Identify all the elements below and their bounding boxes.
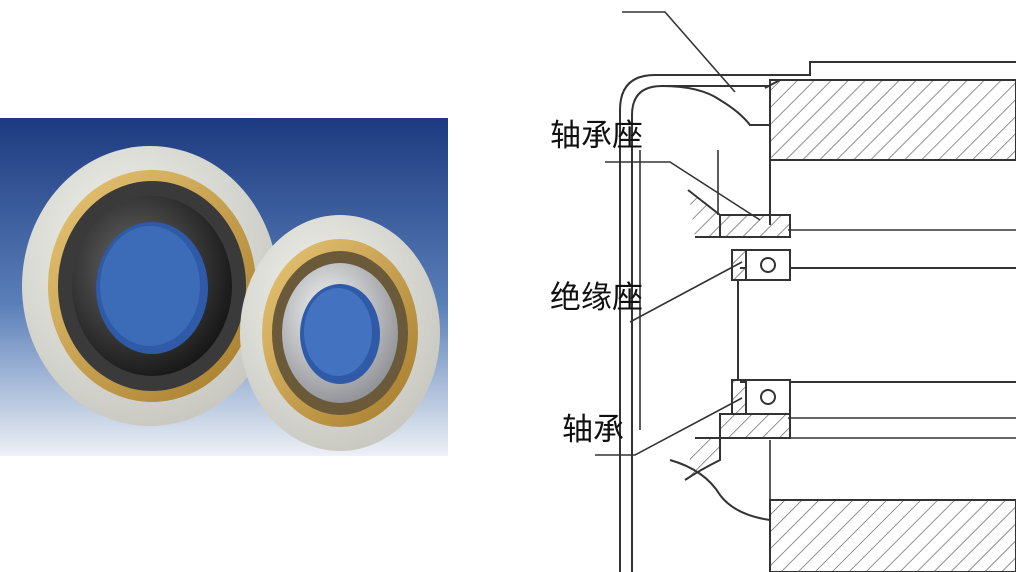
bearing-cross-section-diagram: 轴承座 绝缘座 轴承: [550, 11, 1016, 572]
insulation-seat-lower: [731, 379, 791, 415]
outer-casing-line: [619, 61, 1016, 572]
large-bearing: [22, 146, 278, 426]
insulation-seat-leader-line: [629, 261, 743, 323]
bearing-housing-lower: [684, 413, 791, 481]
label-bearing-housing: 轴承座: [550, 118, 643, 154]
insulated-bearings-photo: [0, 118, 448, 456]
bearing-housing-leader-line: [605, 161, 761, 221]
label-bearing: 轴承: [562, 412, 624, 448]
shaft-outline: [740, 267, 1016, 383]
insulation-seat-upper: [731, 249, 791, 281]
bearing-leader-line: [595, 397, 743, 456]
bearing-housing-upper: [687, 189, 791, 238]
lower-housing-section: [769, 499, 1016, 572]
label-insulation-seat: 绝缘座: [550, 280, 643, 316]
upper-housing-section: [769, 79, 1016, 161]
top-leader-line: [622, 11, 736, 93]
small-bearing: [240, 215, 440, 451]
